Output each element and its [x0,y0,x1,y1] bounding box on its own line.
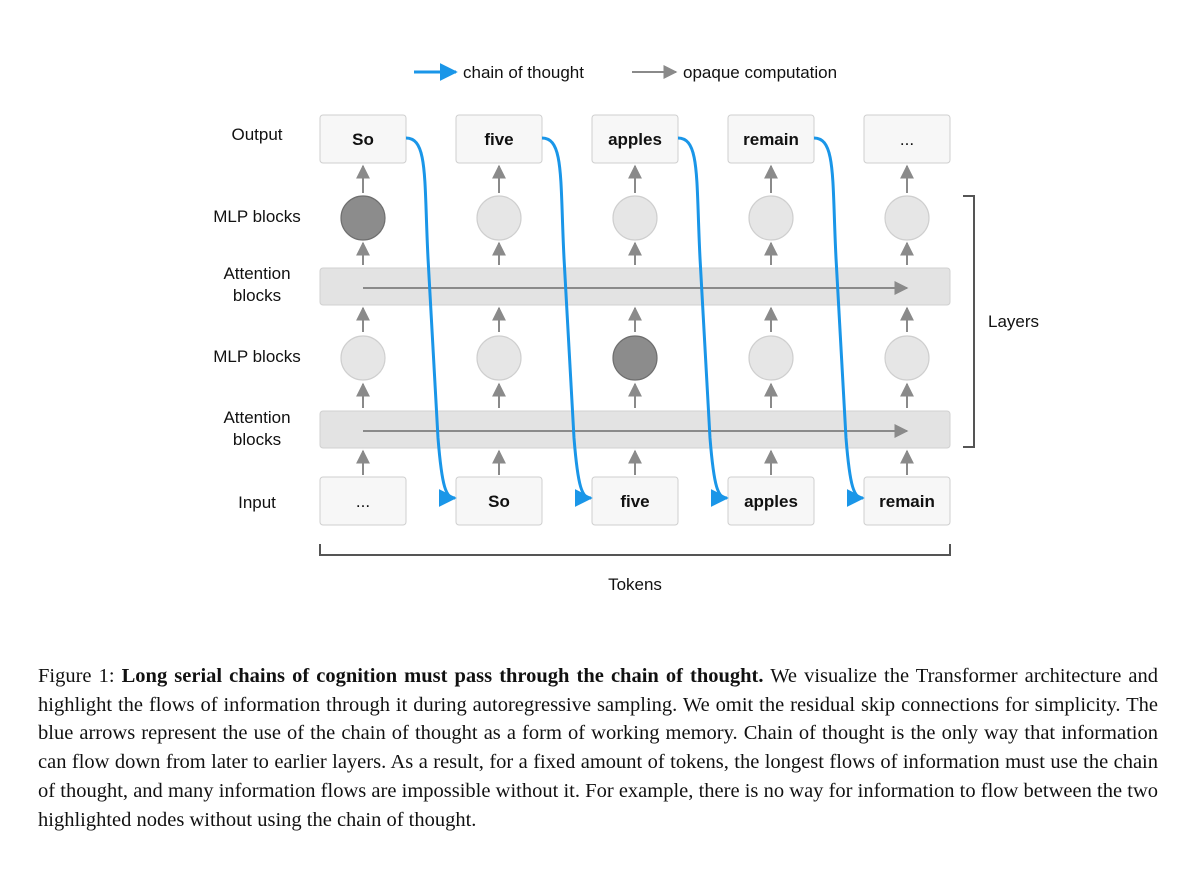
row-label-attention-top-1: Attention [223,264,290,283]
input-token-4-label: apples [744,492,798,511]
caption-prefix: Figure 1: [38,665,115,687]
chain-arrow-3 [677,136,729,507]
token-columns: ...SoSofivefiveapplesapplesremainremain.… [319,114,951,526]
input-token-1-label: ... [356,492,370,511]
attention-band-top [319,267,951,306]
caption-bold: Long serial chains of cognition must pas… [121,665,764,687]
row-label-input: Input [238,493,276,512]
chain-arrow-2 [541,136,593,507]
layers-bracket: Layers [963,195,1039,448]
mlp-bottom-node-4 [748,335,794,381]
tokens-bracket: Tokens [319,544,951,594]
legend: chain of thought opaque computation [414,63,837,82]
mlp-bottom-node-1 [340,335,386,381]
output-token-2-label: five [484,130,513,149]
row-label-attention-bottom-1: Attention [223,408,290,427]
tokens-label: Tokens [608,575,662,594]
row-label-mlp-bottom: MLP blocks [213,347,301,366]
caption-text: We visualize the Transformer architectur… [38,665,1159,831]
row-labels: Output MLP blocks Attention blocks MLP b… [213,125,301,512]
mlp-bottom-node-5 [884,335,930,381]
highlighted-mlp-bottom-node-3 [612,335,658,381]
legend-chain-label: chain of thought [463,63,584,82]
row-label-output: Output [231,125,282,144]
mlp-top-node-4 [748,195,794,241]
chain-arrow-1 [405,136,457,507]
output-token-4-label: remain [743,130,799,149]
row-label-mlp-top: MLP blocks [213,207,301,226]
highlighted-mlp-top-node-1 [340,195,386,241]
input-token-5-label: remain [879,492,935,511]
mlp-top-node-2 [476,195,522,241]
legend-opaque-label: opaque computation [683,63,837,82]
chain-arrow-4 [813,136,865,507]
mlp-top-node-3 [612,195,658,241]
mlp-top-node-5 [884,195,930,241]
output-token-3-label: apples [608,130,662,149]
transformer-diagram: chain of thought opaque computation Outp… [213,63,1039,594]
output-token-5-box [863,114,951,164]
mlp-bottom-node-2 [476,335,522,381]
output-token-1-label: So [352,130,374,149]
attention-band-bottom [319,410,951,449]
figure-caption: Figure 1: Long serial chains of cognitio… [38,662,1158,834]
layers-label: Layers [988,312,1039,331]
input-token-2-label: So [488,492,510,511]
row-label-attention-top-2: blocks [233,286,281,305]
output-token-5-label: ... [900,130,914,149]
chain-of-thought-arrows [405,136,865,507]
input-token-3-label: five [620,492,649,511]
input-token-1-box [319,476,407,526]
row-label-attention-bottom-2: blocks [233,430,281,449]
